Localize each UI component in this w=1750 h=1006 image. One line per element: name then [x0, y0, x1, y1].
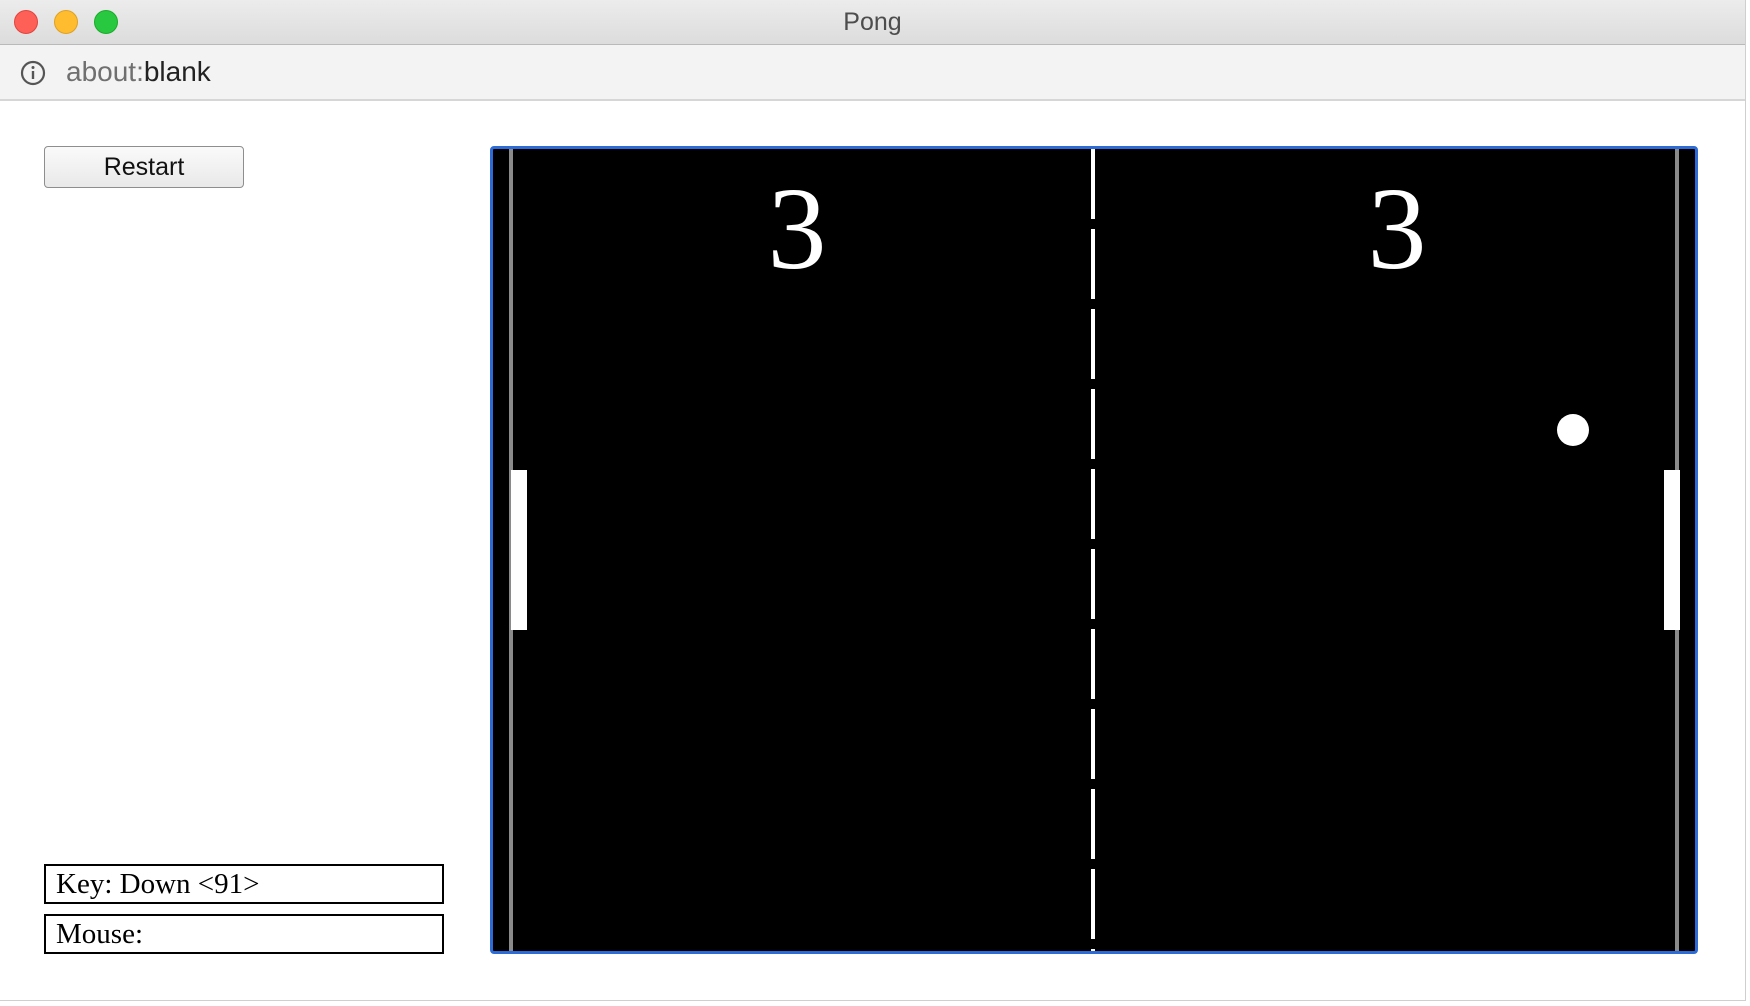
- minimize-window-button[interactable]: [54, 10, 78, 34]
- center-net: [1091, 149, 1095, 951]
- right-score: 3: [1367, 163, 1427, 294]
- key-status-field: Key: Down <91>: [44, 864, 444, 904]
- left-score: 3: [767, 163, 827, 294]
- left-paddle: [511, 470, 527, 630]
- title-bar: Pong: [0, 0, 1745, 45]
- mouse-status-field: Mouse:: [44, 914, 444, 954]
- url-text[interactable]: about:blank: [66, 55, 211, 89]
- zoom-window-button[interactable]: [94, 10, 118, 34]
- window-title: Pong: [843, 8, 902, 36]
- restart-button[interactable]: Restart: [44, 146, 244, 188]
- page-content: Restart 3 3 Key: Down <91> Mouse:: [0, 101, 1745, 1000]
- game-canvas[interactable]: 3 3: [490, 146, 1698, 954]
- info-icon[interactable]: [20, 60, 46, 86]
- address-bar[interactable]: about:blank: [0, 45, 1745, 101]
- close-window-button[interactable]: [14, 10, 38, 34]
- url-host: blank: [143, 56, 211, 87]
- right-paddle: [1664, 470, 1680, 630]
- ball: [1557, 414, 1589, 446]
- url-scheme: about:: [66, 56, 144, 87]
